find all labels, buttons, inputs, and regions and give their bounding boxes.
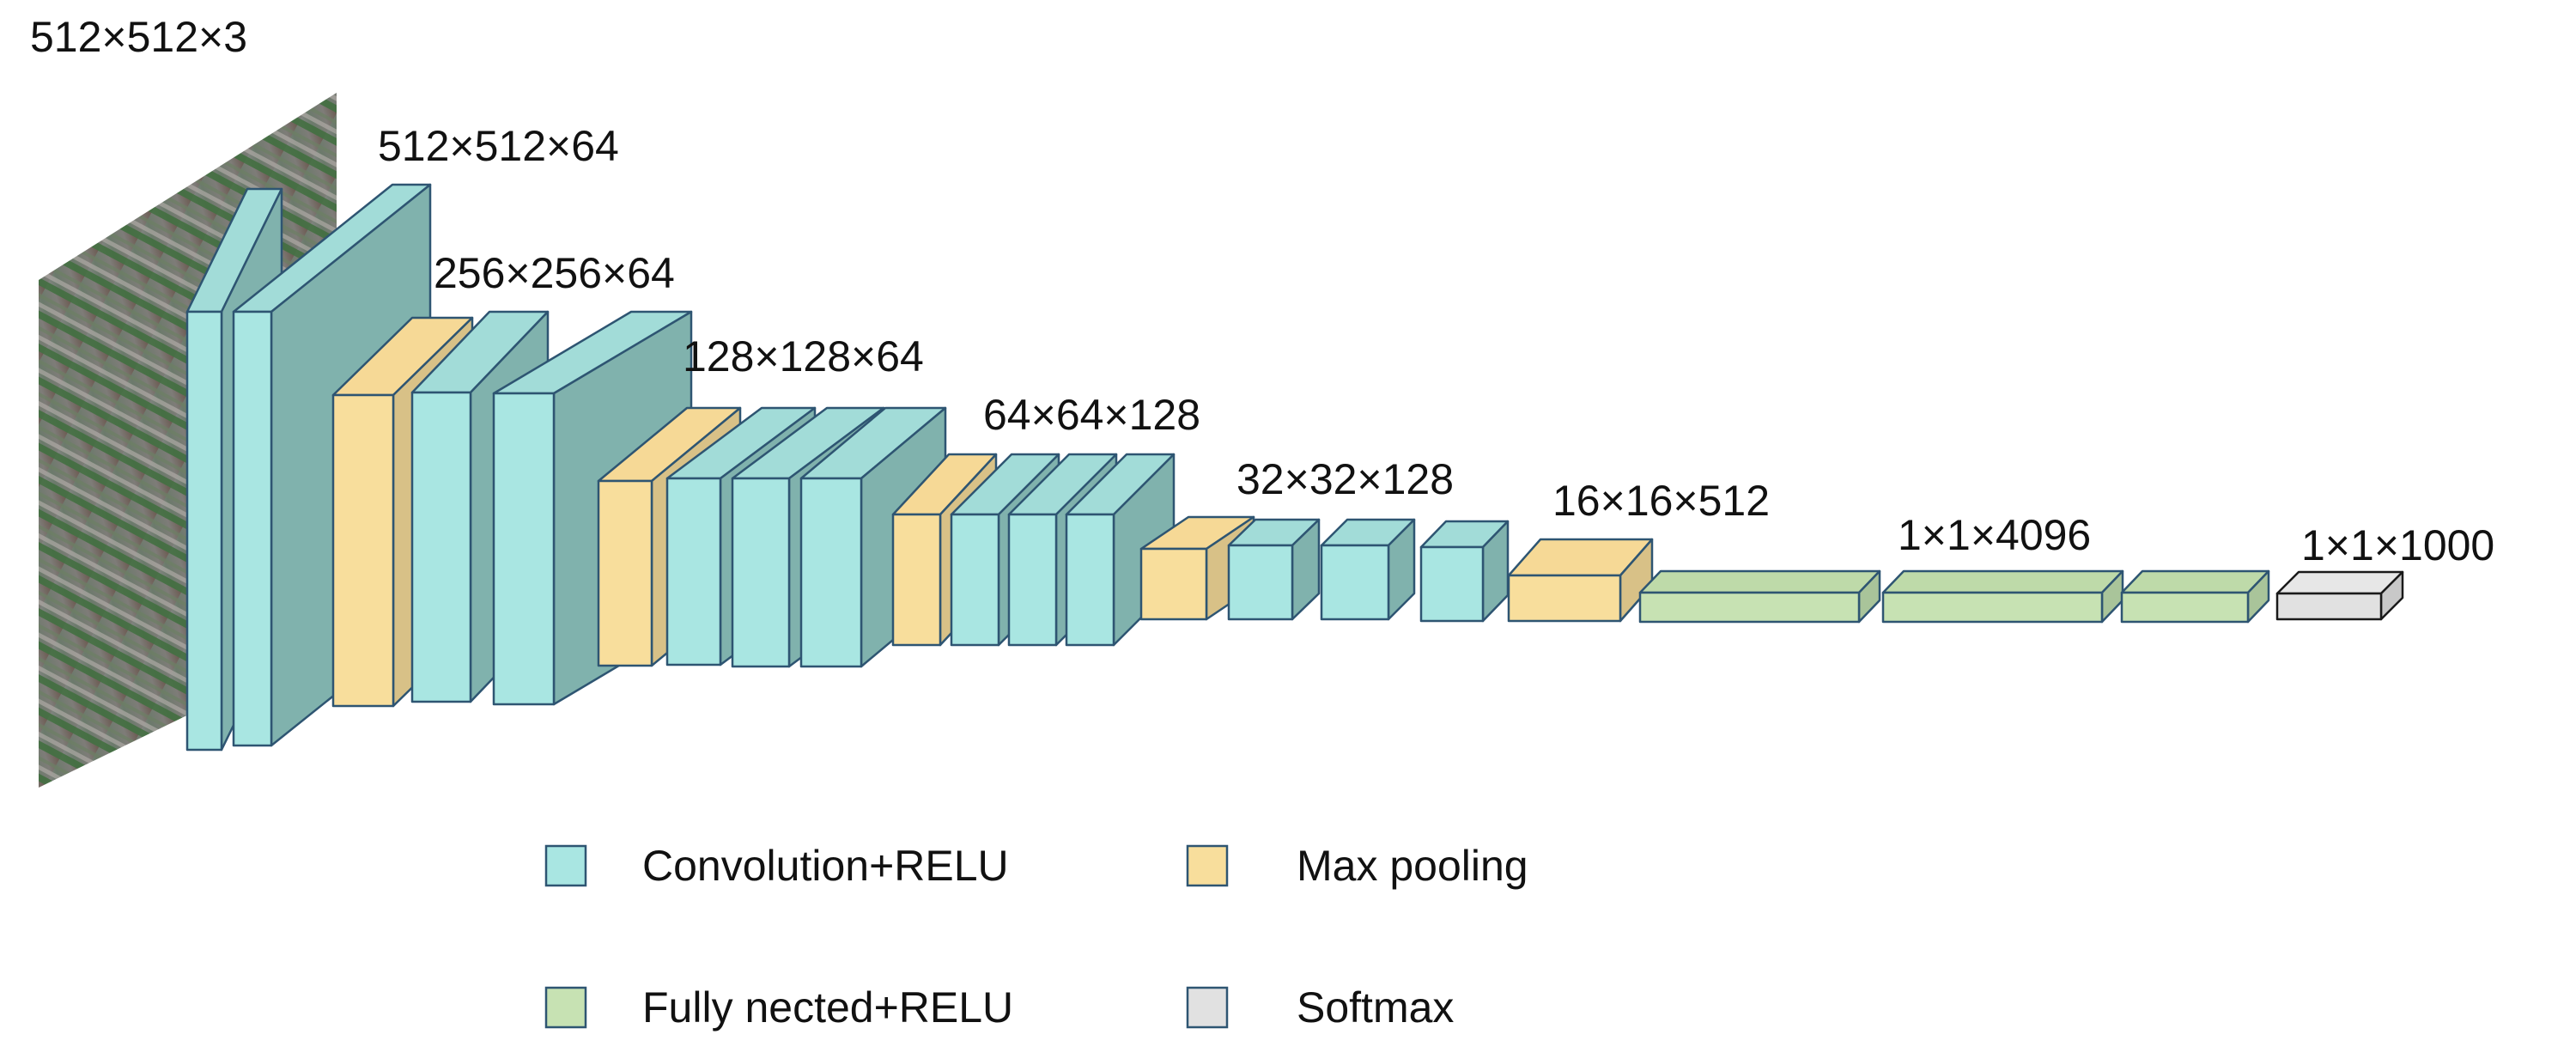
- legend-item-conv: Convolution+RELU: [544, 842, 1009, 890]
- fc-block-front: [1881, 591, 2104, 624]
- legend: Convolution+RELU Max pooling Fully necte…: [544, 842, 1528, 1032]
- legend-item-softmax: Softmax: [1186, 983, 1454, 1032]
- conv-block-front: [1065, 513, 1115, 647]
- dim-label-block5: 32×32×128: [1236, 455, 1454, 503]
- fc-block-top: [1881, 569, 2124, 594]
- fc-block-front: [2120, 591, 2250, 624]
- softmax-block-front: [2275, 592, 2383, 621]
- dim-label-block2: 256×256×64: [434, 249, 675, 297]
- layer-blocks: [185, 183, 2404, 752]
- fc-block-front: [1638, 591, 1861, 624]
- pool-block-front: [1139, 547, 1208, 621]
- conv-block-front: [492, 392, 556, 706]
- legend-label-softmax: Softmax: [1297, 983, 1454, 1032]
- legend-swatch-conv: [544, 844, 587, 887]
- dim-label-output: 1×1×1000: [2301, 521, 2494, 569]
- conv-layer-block: [1320, 518, 1416, 621]
- pool-block-front: [331, 393, 395, 708]
- fc-layer-block: [1638, 569, 1881, 624]
- conv-block-front: [950, 513, 1000, 647]
- pool-block-front: [597, 479, 653, 667]
- legend-label-fc: Fully nected+RELU: [642, 983, 1013, 1032]
- conv-block-front: [410, 391, 472, 703]
- dimension-labels: 512×512×3 512×512×64 256×256×64 128×128×…: [30, 13, 2494, 569]
- conv-block-front: [1007, 513, 1058, 647]
- dim-label-block1: 512×512×64: [378, 122, 619, 170]
- dim-label-block3: 128×128×64: [683, 332, 924, 380]
- conv-block-front: [799, 477, 863, 668]
- fc-layer-block: [2120, 569, 2270, 624]
- conv-block-front: [665, 477, 722, 666]
- softmax-layer-block: [2275, 570, 2404, 621]
- dim-label-fc: 1×1×4096: [1898, 511, 2091, 559]
- legend-item-pool: Max pooling: [1186, 842, 1528, 890]
- pool-layer-block: [1507, 538, 1654, 623]
- fc-block-top: [1638, 569, 1881, 594]
- pool-block-front: [891, 513, 942, 647]
- legend-swatch-pool: [1186, 844, 1229, 887]
- fc-layer-block: [1881, 569, 2124, 624]
- pool-block-front: [1507, 574, 1622, 623]
- legend-item-fc: Fully nected+RELU: [544, 983, 1013, 1032]
- legend-label-pool: Max pooling: [1297, 842, 1528, 890]
- conv-block-front: [1227, 544, 1294, 621]
- dim-label-input: 512×512×3: [30, 13, 247, 61]
- legend-swatch-softmax: [1186, 986, 1229, 1029]
- legend-label-conv: Convolution+RELU: [642, 842, 1009, 890]
- conv-layer-block: [1419, 520, 1510, 623]
- conv-block-front: [185, 310, 223, 752]
- conv-block-front: [232, 310, 273, 747]
- conv-layer-block: [1227, 518, 1321, 621]
- dim-label-block6: 16×16×512: [1552, 477, 1770, 525]
- conv-block-front: [731, 477, 791, 668]
- legend-swatch-fc: [544, 986, 587, 1029]
- conv-block-front: [1320, 544, 1390, 621]
- conv-block-front: [1419, 545, 1485, 623]
- fc-block-top: [2120, 569, 2270, 594]
- dim-label-block4: 64×64×128: [983, 391, 1200, 439]
